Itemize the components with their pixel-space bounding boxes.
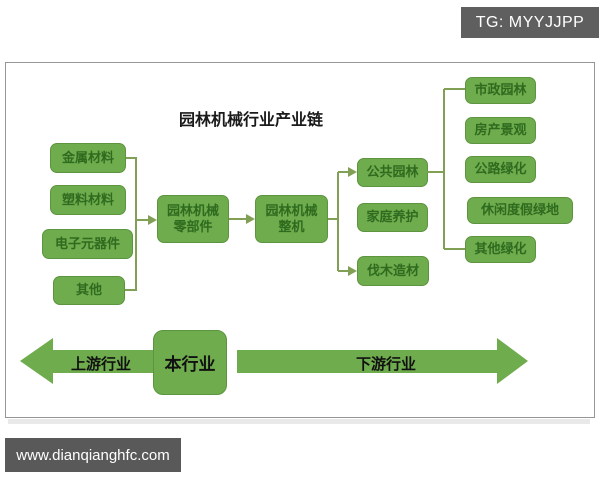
core-industry-box: 本行业 <box>153 330 227 395</box>
connector-line <box>136 219 149 221</box>
arrowhead-right-icon <box>246 214 255 224</box>
telegram-banner-text: TG: MYYJJPP <box>475 13 585 31</box>
diagram-title: 园林机械行业产业链 <box>178 112 323 129</box>
node-machine-line1: 园林机械 <box>265 202 318 218</box>
connector-line <box>126 157 136 159</box>
connector-line <box>328 218 339 220</box>
core-industry-label: 本行业 <box>164 355 216 374</box>
node-machine-line2: 整机 <box>278 219 305 234</box>
arrowhead-right-icon <box>348 167 357 177</box>
node-other-greening: 其他绿化 <box>465 236 536 263</box>
node-electronic-components: 电子元器件 <box>42 229 133 259</box>
node-public-gardens: 公共园林 <box>357 158 428 187</box>
node-leisure-resort-greenspace: 休闲度假绿地 <box>467 197 573 224</box>
node-parts-line1: 园林机械 <box>166 202 219 218</box>
connector-line <box>125 289 136 291</box>
panel-shadow <box>8 419 590 424</box>
node-parts-line2: 零部件 <box>173 219 213 234</box>
connector-line <box>443 89 445 249</box>
telegram-banner: TG: MYYJJPP <box>461 7 599 38</box>
node-real-estate-landscape: 房产景观 <box>465 117 536 144</box>
website-bar: www.dianqianghfc.com <box>5 438 181 472</box>
connector-line <box>444 248 465 250</box>
node-other-materials: 其他 <box>53 276 125 305</box>
downstream-arrow-body <box>237 350 497 373</box>
upstream-arrow-body <box>52 350 153 373</box>
node-metal-materials: 金属材料 <box>50 143 126 173</box>
connector-line <box>444 88 465 90</box>
upstream-industry-label: 上游行业 <box>70 356 131 373</box>
arrowhead-right-icon <box>348 266 357 276</box>
node-highway-greening: 公路绿化 <box>465 156 536 183</box>
node-garden-machinery-complete: 园林机械 整机 <box>255 195 328 243</box>
node-plastic-materials: 塑料材料 <box>50 185 126 215</box>
website-url: www.dianqianghfc.com <box>16 446 170 464</box>
downstream-arrow-head-icon <box>497 338 528 384</box>
connector-line <box>427 171 444 173</box>
arrowhead-right-icon <box>148 215 157 225</box>
node-garden-machinery-parts: 园林机械 零部件 <box>157 195 229 243</box>
connector-line <box>135 157 137 291</box>
node-municipal-gardens: 市政园林 <box>465 77 536 104</box>
upstream-arrow-head-icon <box>20 338 53 384</box>
connector-line <box>338 171 349 173</box>
connector-line <box>338 270 349 272</box>
connector-line <box>337 172 339 271</box>
connector-line <box>229 218 247 220</box>
node-logging-timber: 伐木造材 <box>357 256 429 286</box>
downstream-industry-label: 下游行业 <box>355 356 416 373</box>
node-home-care: 家庭养护 <box>357 203 428 232</box>
